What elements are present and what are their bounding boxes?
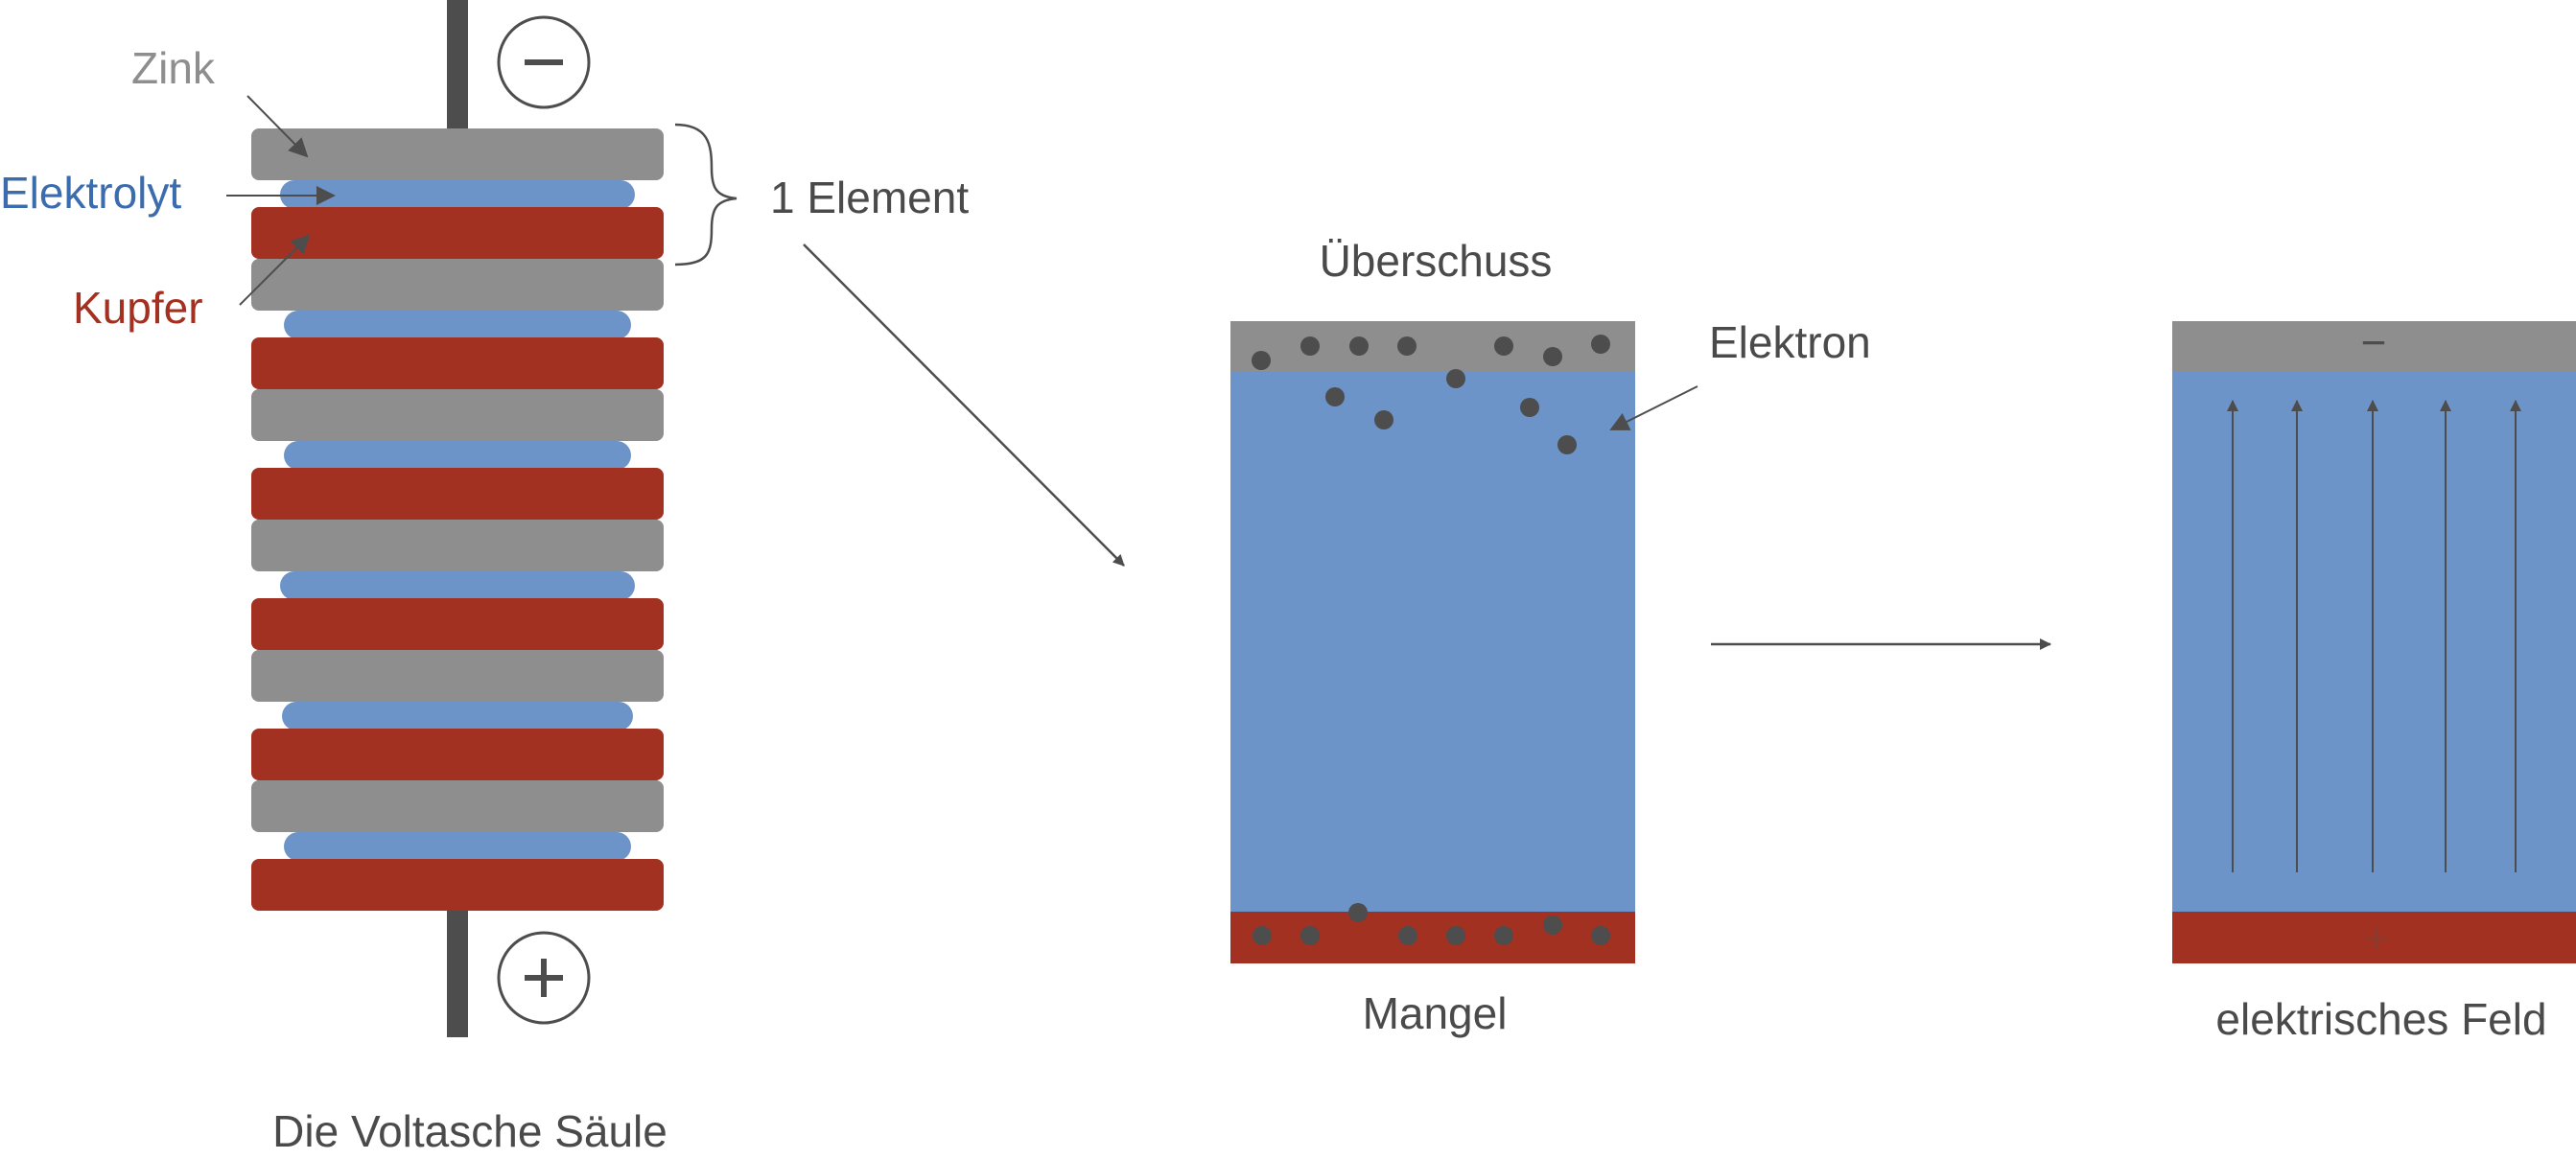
electron <box>1520 398 1539 417</box>
electron <box>1252 351 1271 370</box>
electrolyte-layer <box>284 441 631 470</box>
electrolyte-layer <box>284 832 631 861</box>
electron <box>1543 916 1562 935</box>
copper-plate <box>251 207 664 259</box>
zinc-plate <box>251 259 664 311</box>
plus-terminal <box>497 931 591 1025</box>
electron-cell-electrolyte <box>1230 321 1635 963</box>
element-brace <box>674 123 738 267</box>
label-surplus: Überschuss <box>1320 236 1553 286</box>
electron <box>1494 336 1513 356</box>
field-cell-electrolyte <box>2172 321 2576 963</box>
copper-plate <box>251 337 664 389</box>
electron <box>1543 347 1562 366</box>
electron <box>1446 369 1465 388</box>
label-copper: Kupfer <box>73 283 203 333</box>
zinc-plate <box>251 389 664 441</box>
electron <box>1300 926 1320 945</box>
electrolyte-layer <box>282 702 633 730</box>
field-cell: − + <box>2172 317 2576 963</box>
electron <box>1325 387 1345 406</box>
zinc-plate <box>251 780 664 832</box>
electrolyte-layer <box>280 180 635 209</box>
zinc-plate <box>251 128 664 180</box>
label-field: elektrisches Feld <box>2215 994 2546 1044</box>
pile-cell <box>251 780 664 911</box>
electron <box>1300 336 1320 356</box>
electron-cell-copper <box>1230 912 1635 963</box>
voltaic-pile <box>226 0 738 1037</box>
electrolyte-layer <box>280 571 635 600</box>
electron <box>1374 410 1393 429</box>
plate-plus-sign: + <box>2364 913 2390 962</box>
pile-cell <box>251 520 664 650</box>
electrolyte-layer <box>284 311 631 339</box>
pile-cell <box>251 128 664 259</box>
electron <box>1349 336 1369 356</box>
label-deficit: Mangel <box>1363 988 1508 1038</box>
copper-pointer <box>239 234 311 306</box>
electron <box>1348 903 1368 922</box>
electron <box>1253 926 1272 945</box>
electron <box>1557 435 1577 454</box>
pile-cell <box>251 389 664 520</box>
electron <box>1398 926 1417 945</box>
copper-plate <box>251 729 664 780</box>
label-electron: Elektron <box>1709 317 1871 367</box>
electron-cell-zinc <box>1230 321 1635 372</box>
pile-cell <box>251 259 664 389</box>
label-element: 1 Element <box>770 173 969 222</box>
electron <box>1446 926 1465 945</box>
pile-cell <box>251 650 664 780</box>
field-cell-copper <box>2172 912 2576 963</box>
label-zinc: Zink <box>131 43 216 93</box>
electron <box>1397 336 1417 356</box>
electron-pointer <box>1609 385 1698 430</box>
label-electrolyte: Elektrolyt <box>0 168 181 218</box>
electron <box>1494 926 1513 945</box>
electron <box>1591 335 1610 354</box>
copper-plate <box>251 598 664 650</box>
zoom-arrow <box>803 243 1125 567</box>
zinc-plate <box>251 520 664 571</box>
pile-title: Die Voltasche Säule <box>272 1106 667 1156</box>
zinc-pointer <box>246 95 309 158</box>
minus-terminal <box>497 15 591 109</box>
copper-plate <box>251 859 664 911</box>
electron <box>1591 926 1610 945</box>
electron-cell <box>1230 321 1698 963</box>
field-cell-zinc <box>2172 321 2576 372</box>
zinc-plate <box>251 650 664 702</box>
plate-minus-sign: − <box>2361 317 2387 367</box>
copper-plate <box>251 468 664 520</box>
